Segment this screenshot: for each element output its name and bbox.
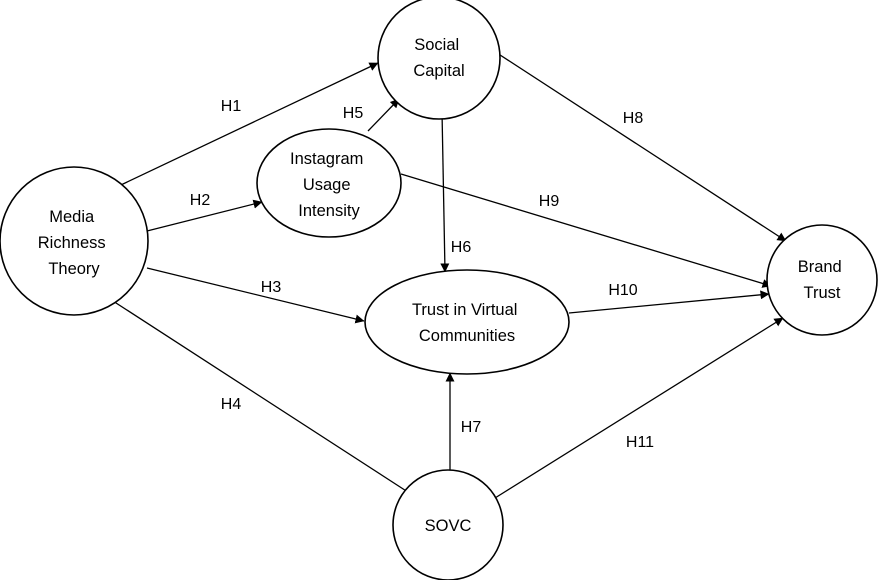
node-label-line: Richness (38, 234, 106, 252)
edge-h4 (95, 289, 415, 497)
node-media-richness-theory: Media Richness Theory (0, 166, 149, 316)
edge-h8 (496, 52, 787, 242)
edge-h9 (400, 173, 772, 288)
edge-label-h1: H1 (221, 98, 242, 115)
svg-text:Instagram Usage In: Instagram Usage Intensity (290, 150, 368, 220)
svg-text:Brand Trust: Brand Trust (798, 258, 847, 302)
edge-h10 (568, 290, 770, 314)
node-label-line: Communities (419, 327, 515, 345)
svg-text:SOVC: SOVC (425, 517, 472, 535)
edge-label-h10: H10 (608, 282, 637, 299)
node-label-line: Intensity (298, 202, 360, 220)
node-label-line: SOVC (425, 517, 472, 535)
edge-label-h11: H11 (626, 434, 654, 451)
edge-label-h7: H7 (461, 419, 482, 436)
node-label-line: Social (414, 36, 459, 54)
node-sovc: SOVC (392, 469, 504, 580)
edge-h3 (146, 267, 365, 324)
edge-h1 (103, 62, 379, 194)
edge-labels: H1 H2 H3 H4 H5 H6 H7 H8 H9 H10 H11 (190, 98, 654, 451)
svg-text:Trust in Virtual Communi: Trust in Virtual Communities (412, 301, 522, 345)
node-label-line: Theory (48, 260, 100, 278)
edge-h2 (146, 199, 263, 232)
edge-label-h6: H6 (451, 239, 472, 256)
node-social-capital: Social Capital (377, 0, 501, 120)
node-label-line: Instagram (290, 150, 363, 168)
node-label-line: Media (49, 208, 95, 226)
edge-h6 (440, 110, 450, 273)
svg-text:Social Capital: Social Capital (413, 36, 464, 80)
edge-label-h8: H8 (623, 110, 644, 127)
node-label-line: Trust in Virtual (412, 301, 517, 319)
node-label-line: Brand (798, 258, 842, 276)
edge-h11 (494, 317, 784, 499)
node-brand-trust: Brand Trust (766, 224, 878, 336)
node-trust-in-virtual-communities: Trust in Virtual Communities (364, 269, 570, 375)
edge-label-h4: H4 (221, 396, 242, 413)
node-instagram-usage-intensity: Instagram Usage Intensity (256, 128, 402, 238)
node-label-line: Usage (303, 176, 351, 194)
edge-label-h5: H5 (343, 105, 364, 122)
edge-h5 (367, 98, 400, 132)
edges (95, 52, 787, 499)
svg-text:Media Richness The: Media Richness Theory (38, 208, 110, 278)
edge-label-h2: H2 (190, 192, 211, 209)
edge-label-h3: H3 (261, 279, 282, 296)
node-label-line: Trust (804, 284, 841, 302)
edge-label-h9: H9 (539, 193, 560, 210)
node-label-line: Capital (413, 62, 464, 80)
